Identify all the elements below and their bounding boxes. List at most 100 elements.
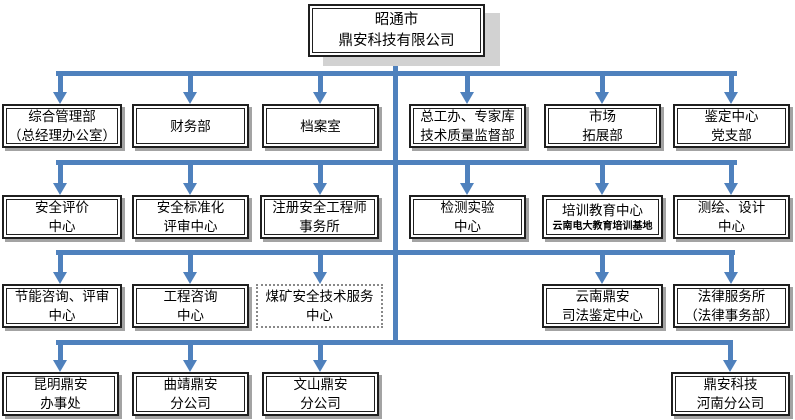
org-box: 财务部 <box>132 104 249 148</box>
connector-stub <box>188 74 193 93</box>
org-box: 云南鼎安 司法鉴定中心 <box>542 284 663 328</box>
org-box-label: 中心 <box>306 308 333 323</box>
connector-stub <box>465 163 470 183</box>
connector-stub <box>58 343 63 360</box>
arrow-down-icon <box>724 183 738 195</box>
arrow-down-icon <box>724 272 738 284</box>
org-box-label: 市场 <box>589 109 616 124</box>
org-box-label: 办事处 <box>40 396 81 411</box>
connector-rail-3 <box>56 250 735 255</box>
org-box-label: 中心 <box>177 308 204 323</box>
org-box: 安全评价 中心 <box>2 195 122 239</box>
org-box: 鉴定中心 党支部 <box>673 104 790 148</box>
connector-rail-2 <box>56 160 737 165</box>
connector-stub <box>58 253 63 272</box>
org-box-label: 分公司 <box>170 396 211 411</box>
org-box-label: 煤矿安全技术服务 <box>265 289 374 304</box>
org-box-label: 工程咨询 <box>163 289 218 304</box>
arrow-down-icon <box>183 360 197 372</box>
org-box-label: 档案室 <box>300 118 341 134</box>
org-box-label: 财务部 <box>170 118 211 134</box>
arrow-down-icon <box>460 92 474 104</box>
org-box-label: 节能咨询、评审 <box>14 289 110 304</box>
org-box-label: 党支部 <box>711 128 752 143</box>
connector-stub <box>188 163 193 183</box>
org-box-sublabel: 云南电大教育培训基地 <box>552 221 653 232</box>
org-box-label: 昭通市 <box>374 11 419 28</box>
arrow-down-icon <box>595 272 609 284</box>
connector-stub <box>729 74 734 93</box>
connector-stub <box>58 163 63 183</box>
org-box-label: 中心 <box>454 219 481 234</box>
connector-stub <box>728 343 733 360</box>
org-box-root: 昭通市 鼎安科技有限公司 <box>308 4 485 57</box>
org-box-label: 鼎安科技 <box>703 377 758 392</box>
connector-stub <box>318 253 323 272</box>
org-box: 安全标准化 评审中心 <box>132 195 249 239</box>
connector-stub <box>729 253 734 272</box>
org-box-label: 测绘、设计 <box>697 200 766 215</box>
org-box-label: 总工办、专家库 <box>420 109 515 124</box>
org-box-label: 培训教育中心 <box>562 203 643 218</box>
connector-stub <box>600 253 605 272</box>
org-box-label: 拓展部 <box>582 128 623 143</box>
connector-stub <box>600 163 605 183</box>
org-box-label: 事务所 <box>299 219 340 234</box>
org-box-label: 昆明鼎安 <box>33 377 88 392</box>
org-box-label: 河南分公司 <box>696 396 765 411</box>
org-box-label: 法律服务所 <box>697 289 766 304</box>
org-box-label: 鼎安科技有限公司 <box>338 32 455 49</box>
connector-stub <box>58 74 63 93</box>
arrow-down-icon <box>313 360 327 372</box>
org-box: 曲靖鼎安 分公司 <box>132 372 249 416</box>
org-box: 煤矿安全技术服务 中心 <box>256 284 383 328</box>
connector-rail-4 <box>56 340 733 345</box>
org-box-label: 综合管理部 <box>28 109 96 124</box>
org-box-label: （总经理办公室） <box>8 128 116 143</box>
org-box: 文山鼎安 分公司 <box>262 372 379 416</box>
org-box: 测绘、设计 中心 <box>673 195 790 239</box>
connector-stub <box>318 74 323 93</box>
org-box: 培训教育中心 云南电大教育培训基地 <box>542 195 663 239</box>
arrow-down-icon <box>53 92 67 104</box>
arrow-down-icon <box>183 92 197 104</box>
arrow-down-icon <box>724 92 738 104</box>
org-box: 检测实验 中心 <box>409 195 526 239</box>
connector-rail-1 <box>56 71 737 76</box>
org-box-label: 中心 <box>48 308 76 323</box>
arrow-down-icon <box>53 183 67 195</box>
connector-stub <box>188 343 193 360</box>
arrow-down-icon <box>595 92 609 104</box>
org-box: 综合管理部 （总经理办公室） <box>2 104 122 148</box>
arrow-down-icon <box>313 183 327 195</box>
arrow-down-icon <box>183 272 197 284</box>
connector-stub <box>729 163 734 183</box>
arrow-down-icon <box>723 360 737 372</box>
connector-stub <box>318 163 323 183</box>
org-box: 法律服务所 （法律事务部） <box>673 284 790 328</box>
arrow-down-icon <box>460 183 474 195</box>
org-box: 注册安全工程师 事务所 <box>260 195 379 239</box>
arrow-down-icon <box>183 183 197 195</box>
org-box: 工程咨询 中心 <box>132 284 249 328</box>
org-box-label: 安全评价 <box>35 200 89 215</box>
connector-trunk <box>393 57 398 345</box>
org-box: 市场 拓展部 <box>544 104 661 148</box>
org-box-label: 云南鼎安 <box>575 289 630 304</box>
connector-stub <box>318 343 323 360</box>
org-box-label: 评审中心 <box>163 219 218 234</box>
org-box-label: 鉴定中心 <box>704 109 759 124</box>
org-box-label: 文山鼎安 <box>293 377 348 392</box>
org-box-label: 中心 <box>48 219 76 234</box>
arrow-down-icon <box>313 92 327 104</box>
connector-stub <box>188 253 193 272</box>
org-box-label: 检测实验 <box>440 200 495 215</box>
org-box: 总工办、专家库 技术质量监督部 <box>409 104 526 148</box>
org-box: 鼎安科技 河南分公司 <box>671 372 790 416</box>
connector-stub <box>600 74 605 93</box>
org-box-label: （法律事务部） <box>684 308 779 323</box>
org-box-label: 注册安全工程师 <box>272 200 367 215</box>
org-box-label: 安全标准化 <box>156 200 225 215</box>
org-box: 档案室 <box>262 104 379 148</box>
org-box-label: 技术质量监督部 <box>420 128 515 143</box>
